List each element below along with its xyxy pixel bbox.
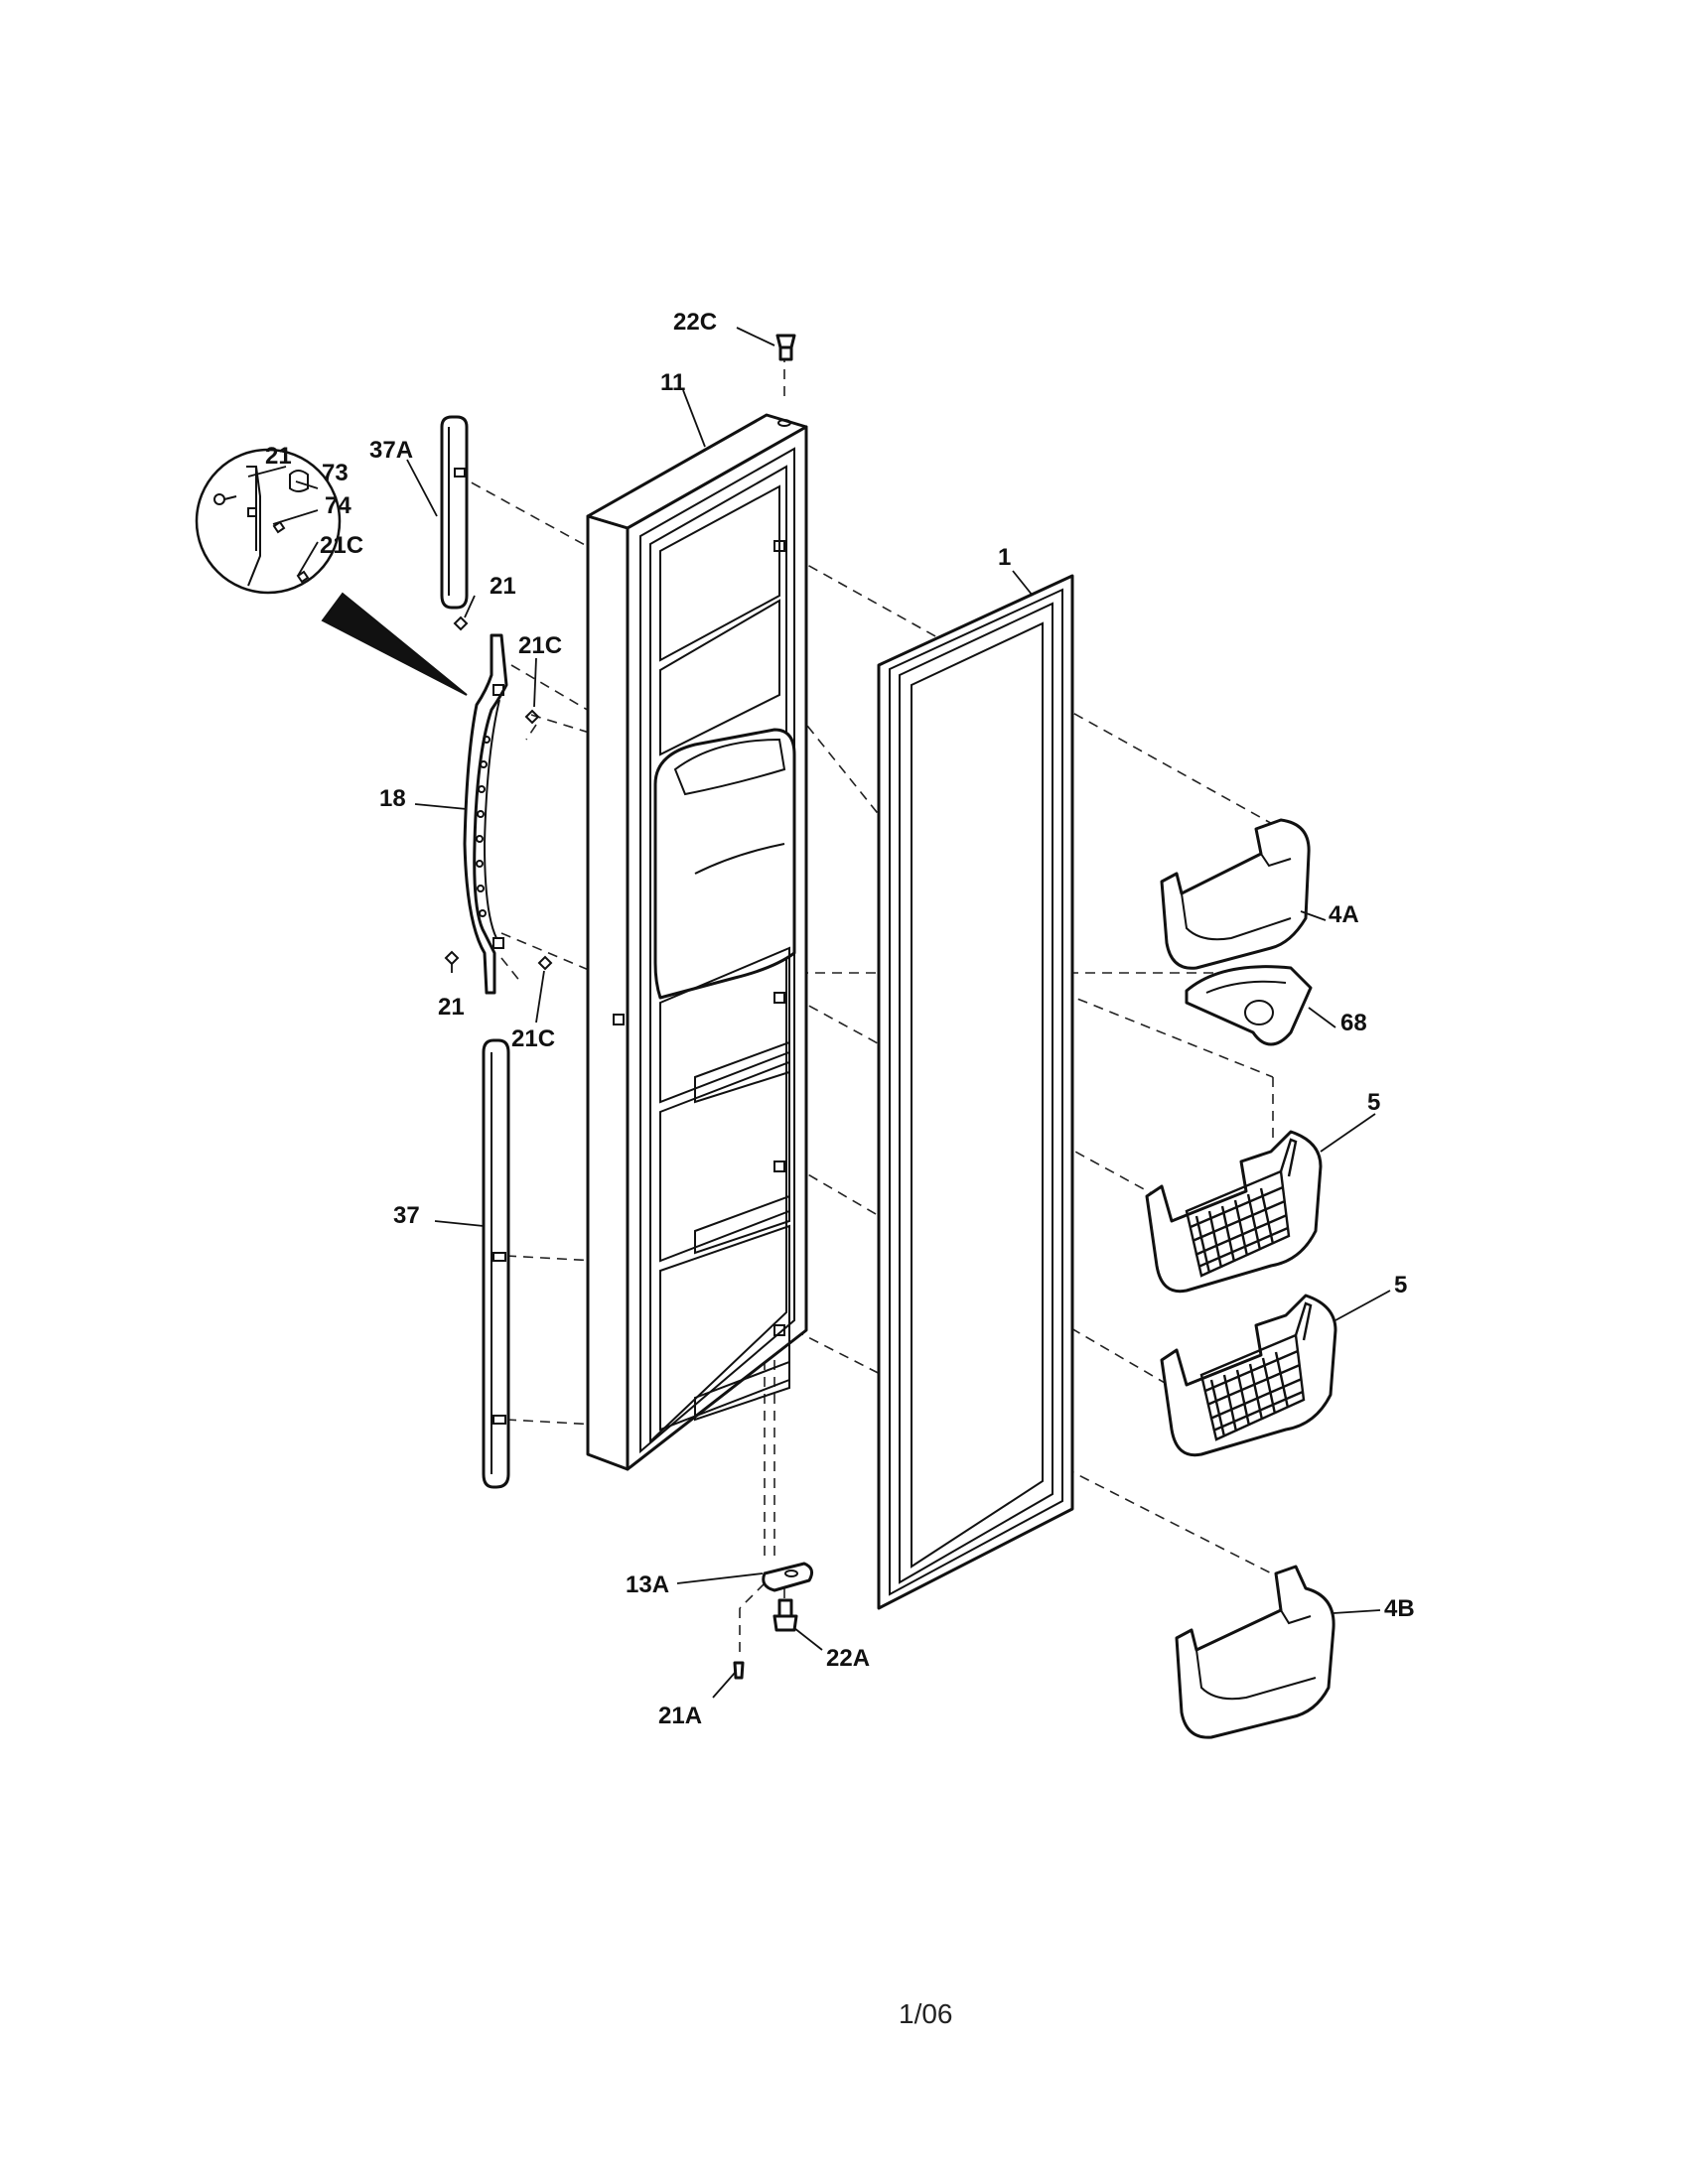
wire-basket-bin-part-5-lower (1160, 1294, 1337, 1457)
callout-18: 18 (379, 785, 406, 812)
screw-part-21-top (453, 615, 469, 631)
callout-13A: 13A (626, 1571, 669, 1598)
callout-21C-inset: 21C (320, 532, 363, 559)
callout-4B: 4B (1384, 1595, 1415, 1622)
callout-21-bottom: 21 (438, 994, 465, 1021)
callout-21-inset: 21 (265, 443, 292, 470)
screw-part-21A (733, 1661, 745, 1680)
wire-basket-bin-part-5-upper (1145, 1130, 1323, 1294)
callout-21C-bottom: 21C (511, 1025, 555, 1052)
hinge-pin-part-22C (775, 334, 796, 361)
callout-1: 1 (998, 544, 1011, 571)
callout-37: 37 (393, 1202, 420, 1229)
callout-11: 11 (660, 369, 685, 396)
callout-21C-top: 21C (518, 632, 562, 659)
door-bin-part-4A (1160, 818, 1311, 970)
callout-37A: 37A (369, 437, 413, 464)
screw-part-21C-top (524, 709, 540, 725)
screw-part-21-bottom (444, 950, 460, 966)
hinge-pin-part-22A (772, 1598, 798, 1632)
bottom-hinge-part-13A (762, 1562, 814, 1592)
dispenser-funnel-part-68 (1185, 965, 1313, 1046)
callout-4A: 4A (1329, 901, 1359, 928)
callout-68: 68 (1340, 1010, 1367, 1036)
callout-leader-lines (247, 327, 1391, 1699)
callout-5-upper: 5 (1367, 1089, 1380, 1116)
callout-22C: 22C (673, 309, 717, 336)
magnified-detail-inset (195, 448, 468, 696)
door-gasket-part-1 (877, 574, 1074, 1610)
callout-22A: 22A (826, 1645, 870, 1672)
door-panel-part-11 (586, 413, 808, 1471)
callout-74: 74 (325, 492, 351, 519)
handle-trim-part-37A (440, 415, 469, 610)
page-number: 1/06 (899, 1998, 953, 2029)
screw-part-21C-bottom (537, 955, 553, 971)
callout-73: 73 (322, 460, 349, 486)
callout-21-top: 21 (490, 573, 516, 600)
callout-5-lower: 5 (1394, 1272, 1407, 1298)
callout-labels: 22C 11 21 73 74 21C 37A 21 21C 1 18 4A 6… (265, 309, 1415, 1729)
door-handle-part-18 (463, 633, 508, 995)
door-bin-part-4B (1175, 1565, 1335, 1739)
callout-21A: 21A (658, 1703, 702, 1729)
handle-trim-part-37 (482, 1038, 510, 1489)
